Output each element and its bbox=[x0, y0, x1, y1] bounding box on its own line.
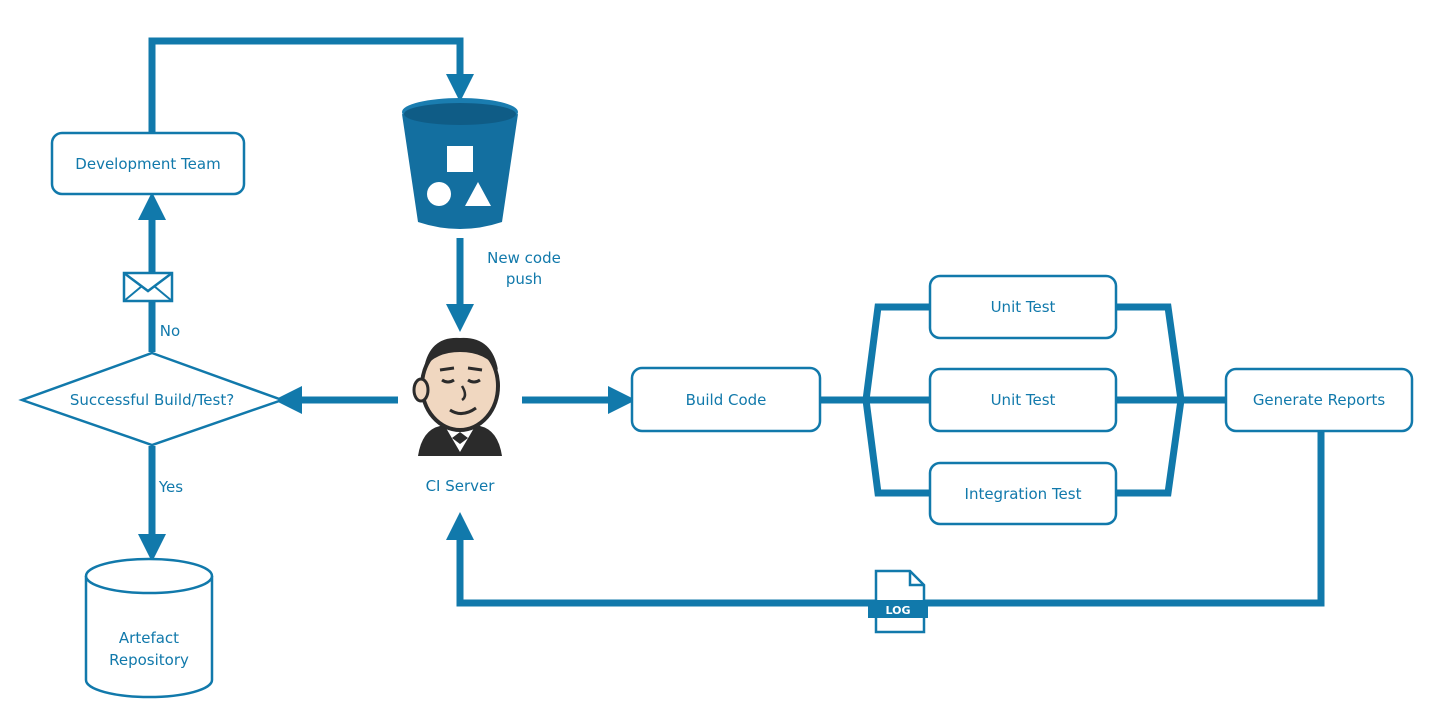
new-code-label-line2: push bbox=[506, 270, 542, 288]
node-decision: Successful Build/Test? bbox=[18, 351, 286, 447]
decision-label: Successful Build/Test? bbox=[70, 391, 234, 409]
log-file-icon: LOG bbox=[868, 569, 928, 634]
log-label: LOG bbox=[886, 604, 911, 617]
build-code-label: Build Code bbox=[686, 391, 767, 409]
integration-test-label: Integration Test bbox=[965, 485, 1082, 503]
envelope-icon bbox=[122, 271, 174, 303]
development-team-label: Development Team bbox=[75, 155, 220, 173]
fork-left-bracket bbox=[862, 303, 930, 497]
artefact-label-line2: Repository bbox=[109, 651, 189, 669]
node-build-code: Build Code bbox=[630, 366, 822, 433]
node-unit-test-1: Unit Test bbox=[928, 274, 1118, 340]
generate-reports-label: Generate Reports bbox=[1253, 391, 1386, 409]
ci-server-label: CI Server bbox=[426, 477, 496, 495]
node-development-team: Development Team bbox=[50, 131, 246, 196]
bucket-icon bbox=[402, 98, 518, 229]
no-label: No bbox=[160, 322, 180, 340]
connector-dev-to-repo bbox=[148, 37, 474, 132]
artefact-label-line1: Artefact bbox=[119, 629, 179, 647]
yes-label: Yes bbox=[158, 478, 183, 496]
node-generate-reports: Generate Reports bbox=[1224, 367, 1414, 433]
unit-test-2-label: Unit Test bbox=[991, 391, 1056, 409]
node-unit-test-2: Unit Test bbox=[928, 367, 1118, 433]
unit-test-1-label: Unit Test bbox=[991, 298, 1056, 316]
node-artefact-repository: Artefact Repository bbox=[84, 557, 214, 699]
node-integration-test: Integration Test bbox=[928, 461, 1118, 526]
jenkins-icon bbox=[412, 337, 502, 456]
new-code-label-line1: New code bbox=[487, 249, 561, 267]
connectors bbox=[138, 37, 1325, 607]
